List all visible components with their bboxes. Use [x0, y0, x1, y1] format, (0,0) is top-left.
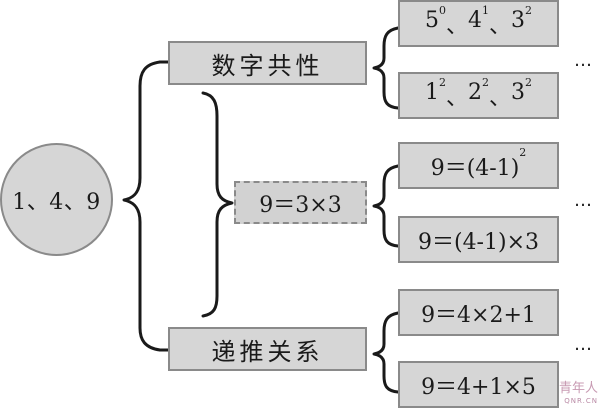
leaf-powers-b-b2: 2 [468, 79, 482, 105]
ellipsis-top: … [574, 50, 593, 71]
watermark-logo: 青年人 QNR.CN [528, 381, 598, 407]
leaf-rec2-label: 9＝4+1×5 [421, 374, 536, 400]
leaf-powers-a-e3: 2 [525, 3, 533, 17]
node-recurrence: 递推关系 [168, 327, 367, 371]
brace-common [372, 26, 400, 110]
ellipsis-middle: … [574, 190, 593, 211]
leaf-recurrence-2: 9＝4+1×5 [398, 361, 559, 408]
watermark-sub: QNR.CN [564, 397, 598, 405]
node-middle-label: 9＝3×3 [259, 192, 342, 218]
leaf-powers-b-b3: 3 [511, 79, 526, 105]
leaf-powers-b-s2: 、 [489, 85, 512, 111]
brace-middle [372, 164, 400, 248]
leaf-rec1-label: 9＝4×2+1 [421, 302, 536, 328]
leaf-powers-a-e2: 1 [482, 3, 489, 17]
leaf-powers-a-b3: 3 [511, 7, 526, 33]
leaf-powers-a-s2: 、 [489, 13, 512, 39]
leaf-powers-b-s1: 、 [445, 85, 468, 111]
node-common-traits: 数字共性 [168, 41, 367, 85]
leaf-recurrence-1: 9＝4×2+1 [398, 289, 559, 336]
ellipsis-bottom: … [574, 334, 593, 355]
root-label: 1、4、9 [12, 189, 101, 215]
brace-recur [372, 311, 400, 394]
leaf-powers-a-s1: 、 [445, 13, 468, 39]
leaf-powers-a-b2: 4 [468, 7, 482, 33]
leaf-square-base: 9＝(4-1) [430, 155, 520, 181]
leaf-powers-a-e1: 0 [438, 3, 446, 17]
leaf-multiply: 9＝(4-1)×3 [398, 216, 559, 263]
leaf-square-exp: 2 [519, 145, 527, 159]
leaf-square: 9＝(4-1)2 [398, 142, 559, 189]
node-middle: 9＝3×3 [234, 181, 367, 224]
leaf-powers-b-e3: 2 [525, 75, 533, 89]
root-brace [122, 60, 162, 352]
leaf-multiply-label: 9＝(4-1)×3 [417, 229, 540, 255]
leaf-powers-b-e2: 2 [482, 75, 489, 89]
node-common-label: 数字共性 [211, 51, 324, 80]
leaf-powers-b-b1: 1 [424, 79, 439, 105]
root-node: 1、4、9 [0, 143, 113, 256]
node-recur-label: 递推关系 [211, 337, 324, 366]
leaf-powers-b-e1: 2 [438, 75, 446, 89]
watermark-main: 青年人 [558, 381, 598, 396]
leaf-powers-a-b1: 5 [424, 7, 439, 33]
inner-brace [201, 91, 234, 318]
